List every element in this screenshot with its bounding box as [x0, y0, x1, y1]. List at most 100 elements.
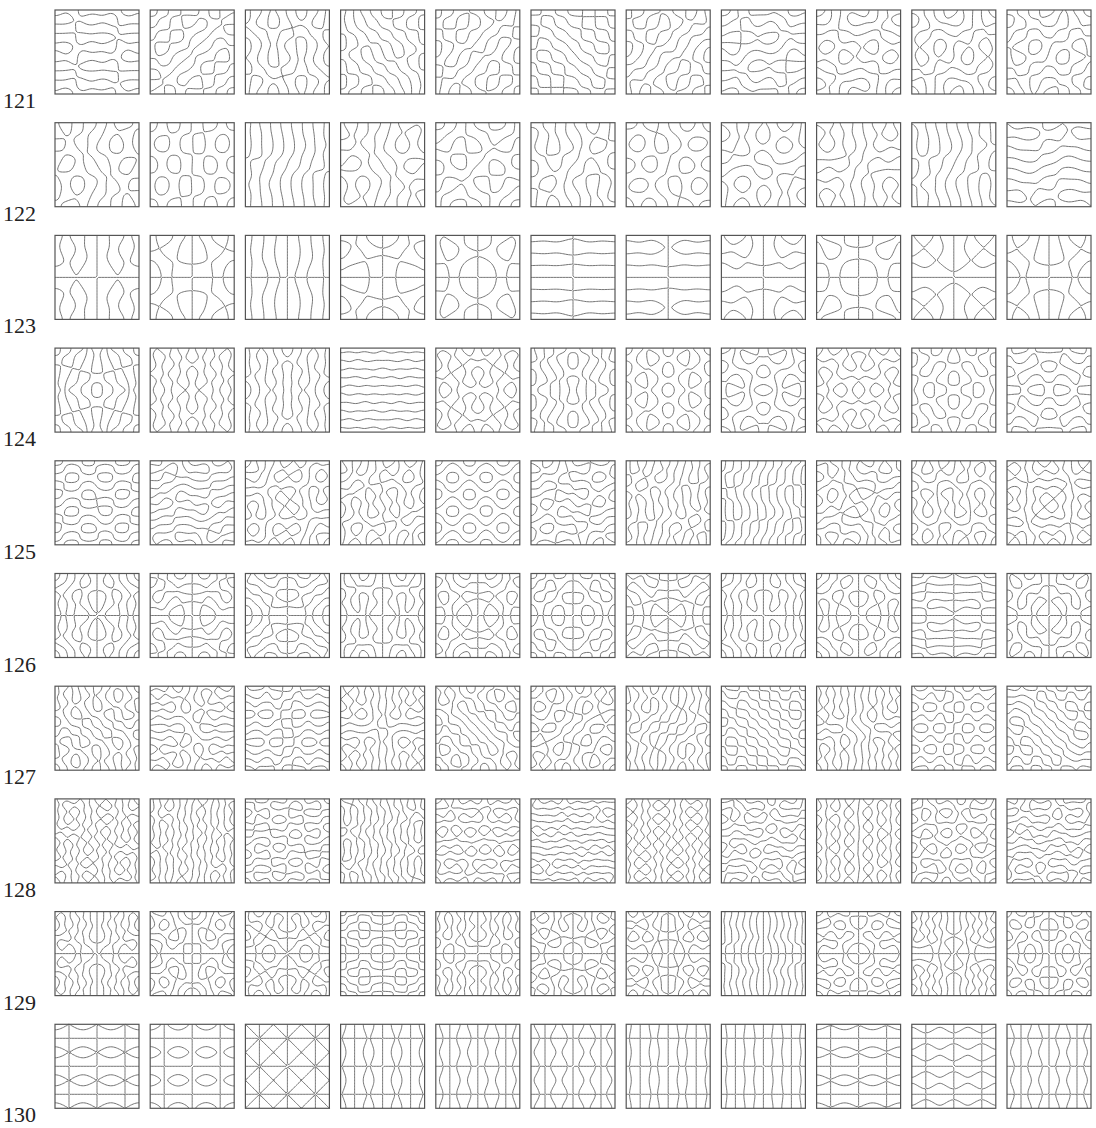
nodal-pattern: [436, 574, 520, 658]
nodal-pattern: [721, 123, 805, 207]
nodal-lines: [817, 235, 901, 319]
nodal-lines: [531, 912, 615, 996]
nodal-lines: [436, 10, 520, 94]
pattern-frame: [817, 461, 901, 545]
nodal-pattern: [55, 123, 139, 207]
nodal-lines: [1007, 912, 1091, 996]
pattern-frame: [912, 1024, 996, 1108]
row-number: 123: [3, 315, 36, 337]
nodal-pattern: [1007, 799, 1091, 883]
pattern-frame: [341, 348, 425, 432]
nodal-lines: [150, 1024, 234, 1108]
nodal-lines: [55, 123, 139, 207]
pattern-frame: [341, 574, 425, 658]
pattern-frame: [1007, 461, 1091, 545]
nodal-lines: [150, 574, 234, 658]
nodal-pattern: [817, 123, 901, 207]
pattern-frame: [626, 686, 710, 770]
nodal-lines: [55, 686, 139, 770]
nodal-pattern: [531, 235, 615, 319]
pattern-frame: [245, 1024, 329, 1108]
pattern-frame: [55, 123, 139, 207]
nodal-pattern: [245, 123, 329, 207]
pattern-frame: [341, 799, 425, 883]
nodal-lines: [721, 348, 805, 432]
pattern-frame: [150, 686, 234, 770]
nodal-lines: [721, 574, 805, 658]
pattern-frame: [245, 686, 329, 770]
pattern-frame: [721, 348, 805, 432]
pattern-frame: [626, 799, 710, 883]
nodal-pattern: [626, 912, 710, 996]
nodal-pattern: [55, 348, 139, 432]
pattern-frame: [341, 912, 425, 996]
nodal-pattern: [626, 574, 710, 658]
pattern-frame: [531, 799, 615, 883]
nodal-lines: [626, 799, 710, 883]
nodal-lines: [150, 912, 234, 996]
nodal-pattern: [626, 10, 710, 94]
row-number: 129: [3, 992, 36, 1014]
nodal-pattern: [436, 461, 520, 545]
pattern-frame: [245, 10, 329, 94]
nodal-lines: [531, 10, 615, 94]
nodal-pattern: [721, 10, 805, 94]
pattern-frame: [55, 348, 139, 432]
pattern-frame: [1007, 348, 1091, 432]
nodal-lines: [436, 686, 520, 770]
nodal-pattern: [721, 461, 805, 545]
pattern-frame: [531, 10, 615, 94]
nodal-pattern: [626, 799, 710, 883]
nodal-lines: [912, 461, 996, 545]
nodal-lines: [341, 574, 425, 658]
nodal-lines: [626, 912, 710, 996]
pattern-frame: [1007, 799, 1091, 883]
nodal-pattern: [150, 348, 234, 432]
pattern-frame: [626, 574, 710, 658]
pattern-frame: [1007, 912, 1091, 996]
nodal-lines: [150, 235, 234, 319]
pattern-frame: [436, 574, 520, 658]
nodal-lines: [1007, 123, 1091, 207]
nodal-lines: [626, 348, 710, 432]
nodal-lines: [245, 1024, 329, 1108]
pattern-frame: [55, 574, 139, 658]
nodal-lines: [912, 686, 996, 770]
pattern-frame: [55, 686, 139, 770]
nodal-pattern: [150, 235, 234, 319]
pattern-frame: [1007, 123, 1091, 207]
nodal-pattern: [1007, 461, 1091, 545]
pattern-frame: [721, 574, 805, 658]
nodal-pattern: [436, 912, 520, 996]
nodal-lines: [150, 10, 234, 94]
pattern-frame: [150, 348, 234, 432]
nodal-lines: [912, 235, 996, 319]
nodal-pattern: [721, 348, 805, 432]
nodal-lines: [341, 1024, 425, 1108]
nodal-pattern: [817, 574, 901, 658]
pattern-frame: [721, 686, 805, 770]
nodal-pattern: [912, 574, 996, 658]
nodal-lines: [912, 123, 996, 207]
nodal-lines: [626, 574, 710, 658]
nodal-lines: [531, 1024, 615, 1108]
nodal-pattern: [1007, 912, 1091, 996]
nodal-lines: [341, 912, 425, 996]
pattern-frame: [55, 461, 139, 545]
nodal-pattern: [626, 235, 710, 319]
pattern-frame: [721, 235, 805, 319]
row-number: 128: [3, 879, 36, 901]
nodal-pattern: [721, 574, 805, 658]
nodal-pattern: [817, 912, 901, 996]
nodal-pattern: [150, 799, 234, 883]
pattern-frame: [912, 235, 996, 319]
nodal-lines: [721, 235, 805, 319]
nodal-lines: [245, 799, 329, 883]
pattern-frame: [150, 799, 234, 883]
nodal-pattern: [531, 799, 615, 883]
nodal-lines: [912, 799, 996, 883]
pattern-frame: [436, 10, 520, 94]
nodal-pattern: [912, 123, 996, 207]
pattern-frame: [817, 799, 901, 883]
